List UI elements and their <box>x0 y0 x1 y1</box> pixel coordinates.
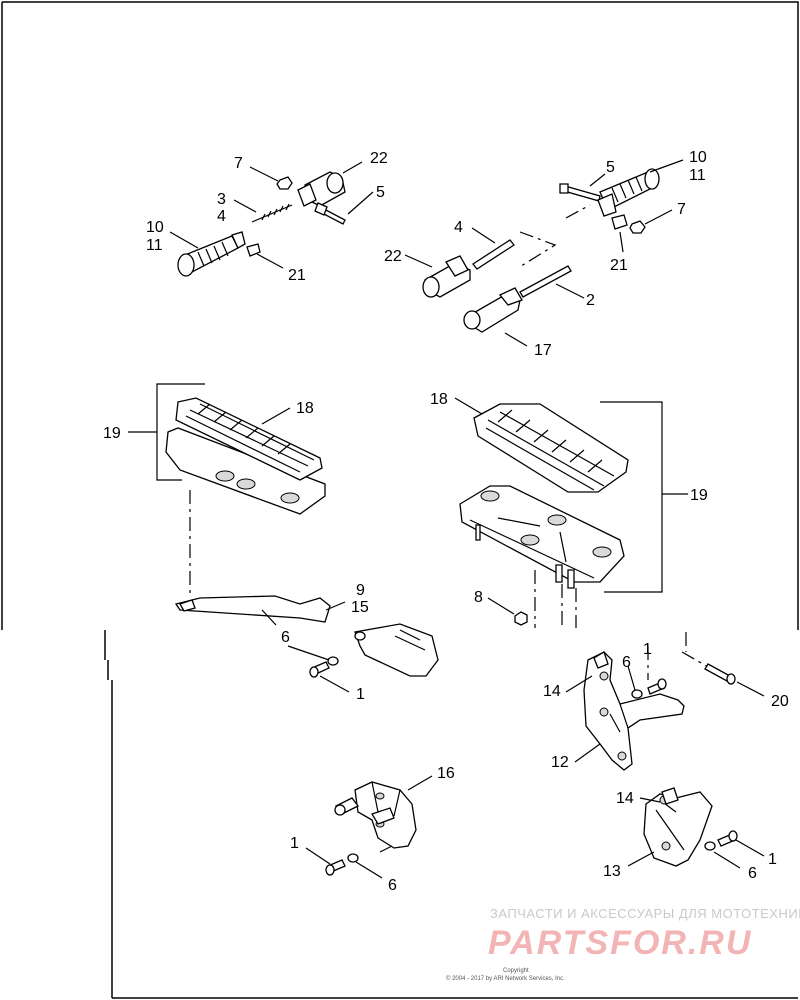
callout-16: 16 <box>437 765 455 782</box>
callout-20: 20 <box>771 693 789 710</box>
mount-bracket-13 <box>627 787 765 869</box>
callout-4: 4 <box>454 219 463 236</box>
watermark: ЗАПЧАСТИ И АКСЕССУАРЫ ДЛЯ МОТОТЕХНИКИ PA… <box>488 906 800 962</box>
copyright-title: Copyright <box>503 968 529 974</box>
footpeg-assembly-left <box>169 161 374 277</box>
callout-12: 12 <box>551 754 569 771</box>
callout-6: 6 <box>748 865 757 882</box>
callout-3: 3 <box>217 191 226 208</box>
mount-bracket-12 <box>565 632 765 771</box>
callout-1: 1 <box>643 641 652 658</box>
copyright-line: © 2004 - 2017 by ARI Network Services, I… <box>446 975 565 982</box>
callout-18: 18 <box>430 391 448 408</box>
callout-21: 21 <box>288 267 306 284</box>
callout-labels: 7 22 3 4 5 10 11 21 5 10 11 7 4 22 21 2 … <box>103 149 789 894</box>
callout-5: 5 <box>606 159 615 176</box>
callout-19: 19 <box>690 487 708 504</box>
callout-6: 6 <box>388 877 397 894</box>
callout-4: 4 <box>217 208 226 225</box>
callout-6: 6 <box>622 654 631 671</box>
callout-1: 1 <box>356 686 365 703</box>
callout-8: 8 <box>474 589 483 606</box>
callout-13: 13 <box>603 863 621 880</box>
callout-6: 6 <box>281 629 290 646</box>
callout-1: 1 <box>768 851 777 868</box>
callout-7: 7 <box>234 155 243 172</box>
floorboard-left <box>128 383 439 693</box>
mount-bracket-16 <box>305 775 433 879</box>
callout-11: 11 <box>689 167 706 184</box>
footpeg-assembly-right <box>404 159 684 347</box>
copyright-notice: Copyright © 2004 - 2017 by ARI Network S… <box>446 968 565 982</box>
callout-15: 15 <box>351 599 369 616</box>
callout-17: 17 <box>534 342 552 359</box>
callout-5: 5 <box>376 184 385 201</box>
floorboard-right <box>454 397 688 628</box>
watermark-tagline: ЗАПЧАСТИ И АКСЕССУАРЫ ДЛЯ МОТОТЕХНИКИ <box>490 906 800 921</box>
callout-1: 1 <box>290 835 299 852</box>
callout-11: 11 <box>146 237 163 254</box>
callout-14: 14 <box>543 683 561 700</box>
callout-21: 21 <box>610 257 628 274</box>
callout-22: 22 <box>384 248 402 265</box>
callout-18: 18 <box>296 400 314 417</box>
callout-10: 10 <box>689 149 707 166</box>
callout-9: 9 <box>356 582 365 599</box>
callout-10: 10 <box>146 219 164 236</box>
callout-19: 19 <box>103 425 121 442</box>
callout-2: 2 <box>586 292 595 309</box>
watermark-brand: PARTSFOR.RU <box>488 924 752 962</box>
callout-14: 14 <box>616 790 634 807</box>
callout-7: 7 <box>677 201 686 218</box>
callout-22: 22 <box>370 150 388 167</box>
